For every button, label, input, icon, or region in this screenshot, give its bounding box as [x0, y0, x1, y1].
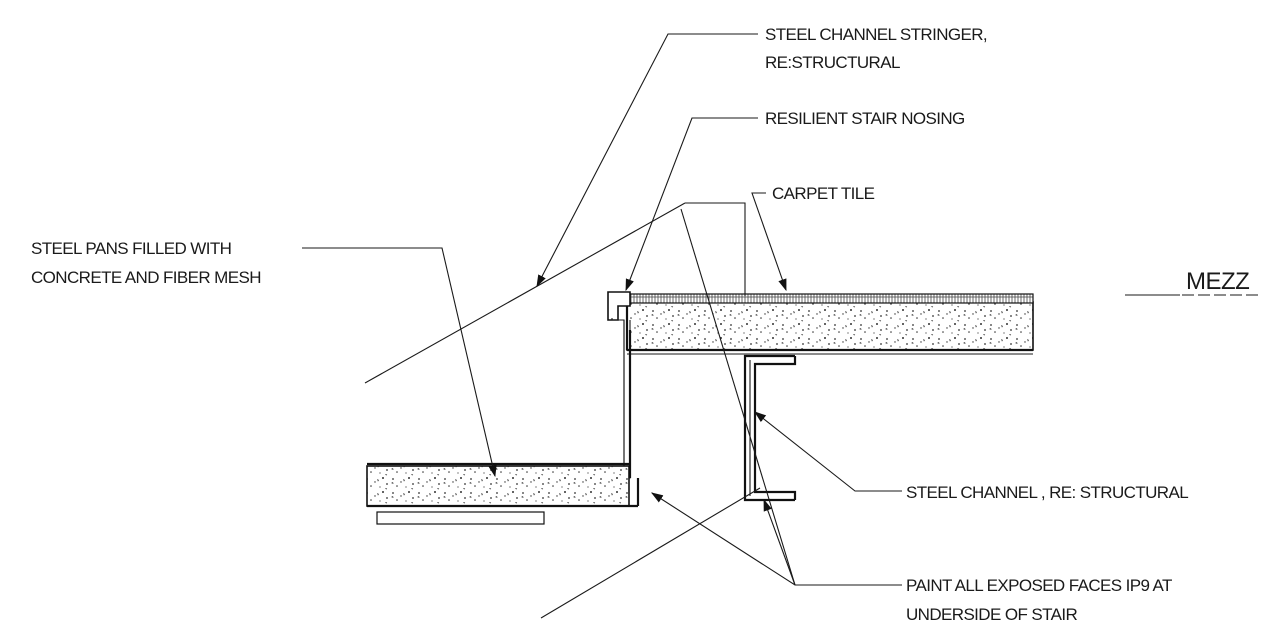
note-paint-line2: UNDERSIDE OF STAIR — [906, 605, 1078, 624]
leader-stringer — [536, 33, 758, 288]
note-stringer-line2: RE:STRUCTURAL — [765, 53, 900, 72]
level-marker: MEZZ — [1125, 268, 1262, 296]
steel-pan-riser — [611, 306, 632, 479]
leader-paint-b — [680, 208, 796, 586]
note-pans-line1: STEEL PANS FILLED WITH — [31, 239, 231, 258]
stair-nosing — [607, 291, 631, 321]
leader-channel — [754, 411, 902, 492]
lower-tread — [366, 462, 640, 525]
underside-line — [540, 487, 761, 619]
note-stringer-line1: STEEL CHANNEL STRINGER, — [765, 25, 987, 44]
leader-pans — [302, 247, 497, 478]
stringer-top-edge — [685, 202, 746, 296]
leader-nosing — [625, 117, 758, 292]
note-nosing: RESILIENT STAIR NOSING — [765, 109, 965, 128]
note-paint-line1: PAINT ALL EXPOSED FACES IP9 AT — [906, 576, 1172, 595]
level-label: MEZZ — [1186, 268, 1249, 295]
note-carpet: CARPET TILE — [772, 184, 875, 203]
note-pans-line2: CONCRETE AND FIBER MESH — [31, 268, 261, 287]
leader-paint-a — [650, 492, 902, 586]
leader-carpet — [751, 192, 787, 292]
steel-channel — [743, 354, 797, 502]
mezzanine-slab — [611, 293, 1034, 355]
leader-paint-c — [763, 498, 796, 586]
note-channel: STEEL CHANNEL , RE: STRUCTURAL — [906, 483, 1188, 502]
stringer-line — [364, 202, 686, 384]
